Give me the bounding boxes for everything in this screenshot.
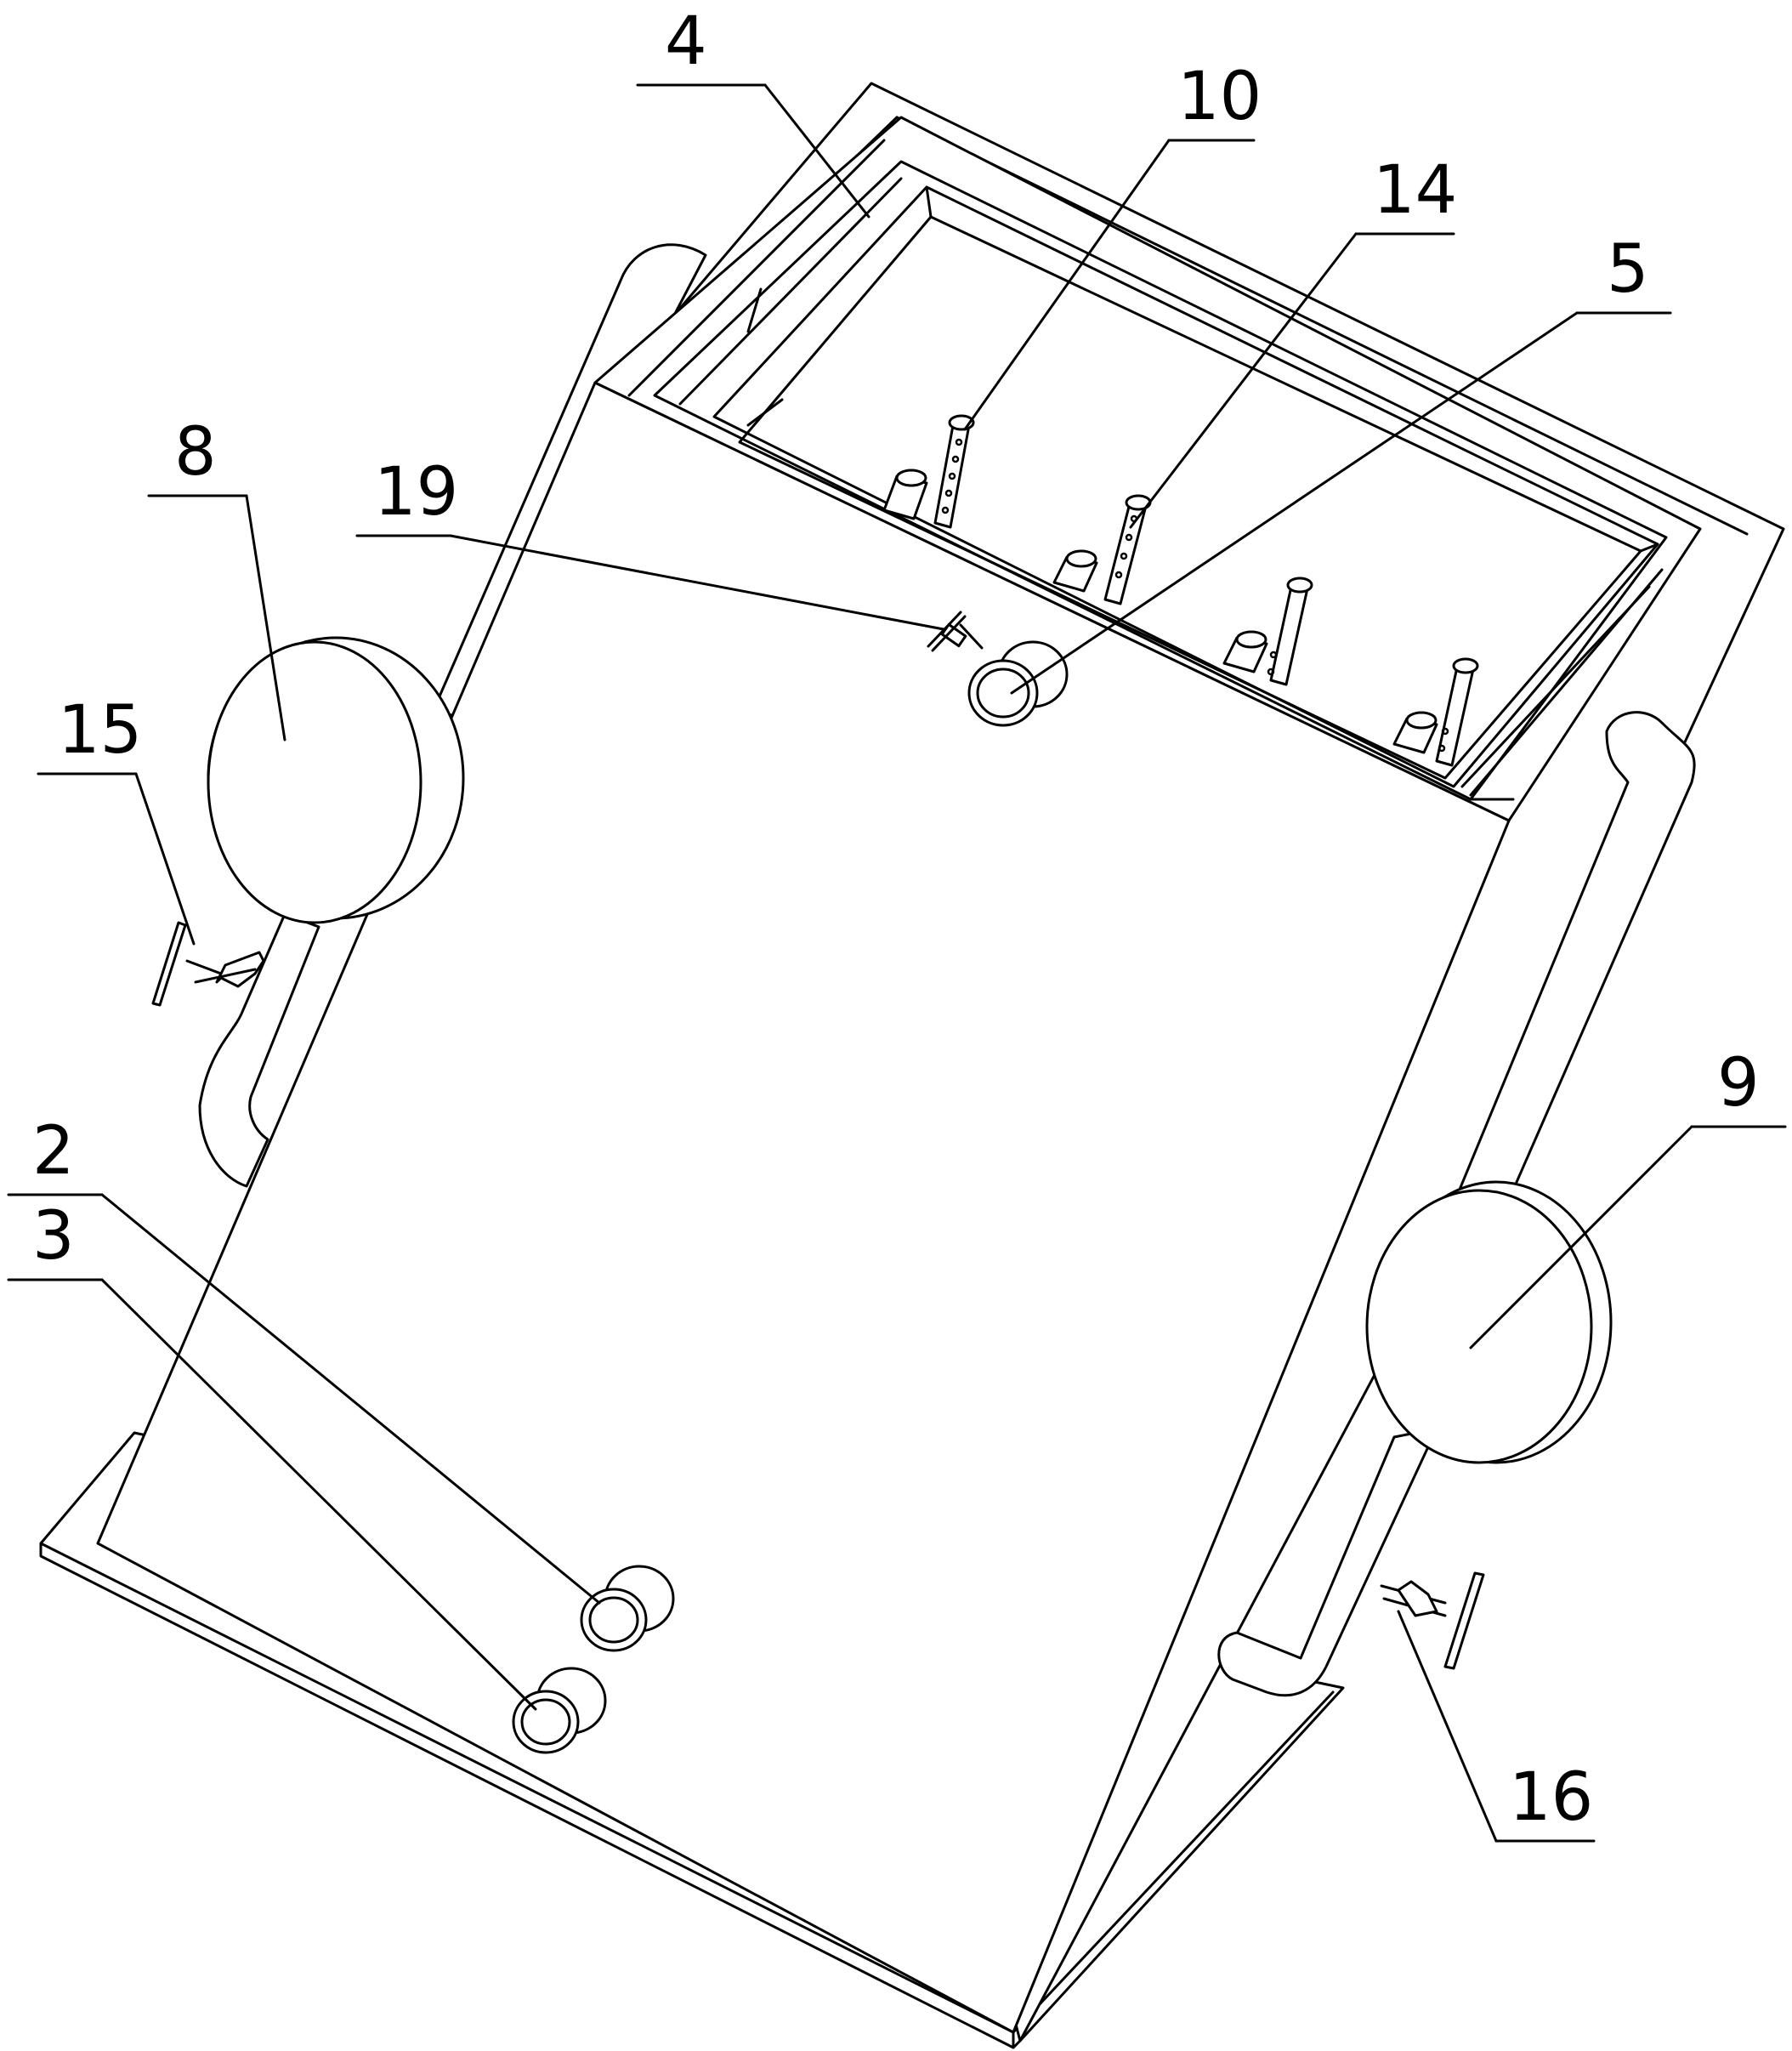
inlet-3 xyxy=(512,1667,607,1754)
label-19: 19 xyxy=(374,454,458,531)
leader-lines xyxy=(7,83,1787,1843)
label-9: 9 xyxy=(1717,1045,1760,1122)
label-8: 8 xyxy=(174,414,217,491)
label-2: 2 xyxy=(32,1113,75,1190)
inlet-2 xyxy=(580,1565,675,1652)
label-3: 3 xyxy=(32,1198,75,1275)
callout-labels: 4 10 14 5 19 8 15 2 3 9 16 xyxy=(32,3,1760,1836)
label-14: 14 xyxy=(1373,152,1457,229)
perforated-pipes xyxy=(882,414,1479,767)
label-15: 15 xyxy=(58,692,142,769)
valve-16 xyxy=(1380,1571,1485,1670)
label-16: 16 xyxy=(1509,1759,1593,1836)
label-10: 10 xyxy=(1177,59,1262,135)
right-pipe xyxy=(1217,711,1696,1697)
label-5: 5 xyxy=(1607,231,1649,308)
valve-15 xyxy=(151,921,265,1007)
tank-8 xyxy=(207,636,465,924)
label-4: 4 xyxy=(665,3,707,80)
